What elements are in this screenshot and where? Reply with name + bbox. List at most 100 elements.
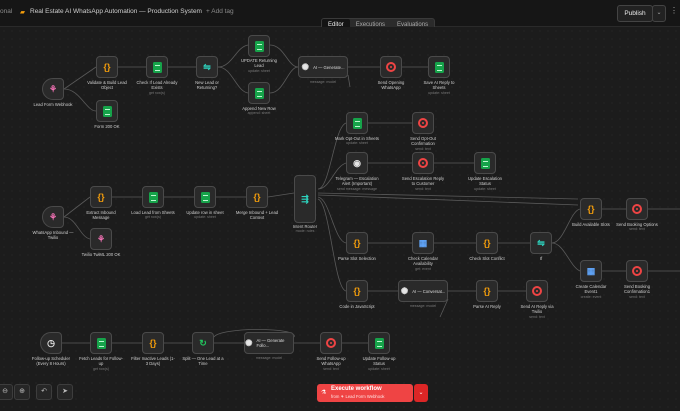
workflow-canvas[interactable]: ⚘ Lead Form Webhook {} Validate & Build …	[0, 27, 680, 411]
label-parse-ai-reply: Parse AI Reply	[473, 304, 501, 309]
node-new-or-returning[interactable]: ⇋	[196, 56, 218, 78]
label-extract-inbound: Extract Inbound Message	[86, 210, 116, 221]
add-tag-button[interactable]: + Add tag	[206, 8, 234, 15]
node-check-slot-conflict[interactable]: {}	[476, 232, 498, 254]
node-send-escalation-reply[interactable]	[412, 152, 434, 174]
node-merge-context[interactable]: {}	[246, 186, 268, 208]
execute-workflow-button[interactable]: ⚗ Execute workflow from ⚘ Lead Form Webh…	[317, 384, 413, 402]
node-ai-generate[interactable]: ✺AI — Generate...	[298, 56, 348, 78]
node-intent-router[interactable]: ⇶	[294, 175, 316, 223]
publish-button[interactable]: Publish	[617, 5, 653, 22]
workflow-title[interactable]: Real Estate AI WhatsApp Automation — Pro…	[30, 8, 202, 15]
label-if: If	[539, 256, 543, 261]
more-options-icon[interactable]: ⋮	[670, 6, 678, 15]
loop-icon: ↻	[199, 337, 207, 348]
node-parse-ai-reply[interactable]: {}	[476, 280, 498, 302]
node-send-booking-options[interactable]	[626, 198, 648, 220]
webhook-icon: ⚘	[48, 83, 58, 94]
node-if[interactable]: ⇋	[530, 232, 552, 254]
code-braces-icon: {}	[353, 285, 361, 296]
breadcrumb-owner[interactable]: onal	[0, 8, 13, 15]
node-filter-inactive[interactable]: {}	[142, 332, 164, 354]
node-send-booking-confirmation[interactable]	[626, 260, 648, 282]
tab-executions[interactable]: Executions	[355, 22, 386, 28]
node-telegram-escalation[interactable]: ◉	[346, 152, 368, 174]
switch-icon: ⇋	[203, 61, 211, 72]
code-braces-icon: {}	[587, 203, 595, 214]
label-new-or-returning: New Lead or Returning?	[195, 80, 219, 91]
node-ai-generate-follow[interactable]: ✺AI — Generate Follo...	[244, 332, 294, 354]
execute-trigger-menu[interactable]: ⌄	[414, 384, 428, 402]
undo-icon[interactable]: ↶	[36, 384, 52, 400]
node-validate-build-lead[interactable]: {}	[96, 56, 118, 78]
node-twilio-twiml-ok[interactable]: ⚘	[90, 228, 112, 250]
node-lead-form-webhook[interactable]: ⚘	[42, 78, 64, 100]
node-form-200-ok[interactable]	[96, 100, 118, 122]
node-save-ai-reply[interactable]	[428, 56, 450, 78]
node-follow-up-scheduler[interactable]: ◷	[40, 332, 62, 354]
sheets-icon	[352, 117, 362, 129]
label-check-slot-conflict: Check Slot Conflict	[469, 256, 505, 261]
node-update-returning-lead[interactable]	[248, 35, 270, 57]
node-whatsapp-inbound[interactable]: ⚘	[42, 206, 64, 228]
twilio-icon	[326, 338, 336, 348]
twilio-icon	[386, 62, 396, 72]
label-send-opening-whatsapp: Send Opening WhatsApp	[377, 80, 405, 91]
sheets-icon	[254, 40, 264, 52]
zoom-in-icon[interactable]: ⊕	[14, 384, 30, 400]
publish-menu-button[interactable]: ⌄	[652, 5, 666, 22]
node-update-follow-up-status[interactable]	[368, 332, 390, 354]
sheets-icon	[374, 337, 384, 349]
node-parse-slot[interactable]: {}	[346, 232, 368, 254]
node-check-lead-exists[interactable]	[146, 56, 168, 78]
sheets-icon	[152, 61, 162, 73]
telegram-icon: ◉	[353, 157, 361, 168]
node-send-opt-out-confirmation[interactable]	[412, 112, 434, 134]
sheets-icon	[200, 191, 210, 203]
sheets-icon	[102, 105, 112, 117]
sheets-icon	[96, 337, 106, 349]
node-extract-inbound[interactable]: {}	[90, 186, 112, 208]
twilio-icon	[632, 266, 642, 276]
node-check-calendar[interactable]: ▦	[412, 232, 434, 254]
node-ai-conversation[interactable]: ✺AI — Conversat...	[398, 280, 448, 302]
label-merge-context: Merge Inbound + Lead Context	[235, 210, 279, 221]
zoom-out-icon[interactable]: ⊖	[0, 384, 13, 400]
node-fetch-leads[interactable]	[90, 332, 112, 354]
label-whatsapp-inbound: WhatsApp Inbound — Twilio	[32, 230, 74, 241]
node-update-row[interactable]	[194, 186, 216, 208]
node-mark-opt-out[interactable]	[346, 112, 368, 134]
pointer-icon[interactable]: ➤	[57, 384, 73, 400]
router-icon: ⇶	[301, 193, 309, 204]
node-send-follow-up[interactable]	[320, 332, 342, 354]
node-update-escalation-status[interactable]	[474, 152, 496, 174]
label-build-slots: Build Available Slots	[572, 222, 610, 227]
openai-icon: ✺	[301, 61, 310, 72]
node-append-new-row[interactable]	[248, 82, 270, 104]
flask-icon: ⚗	[321, 390, 327, 396]
twilio-icon	[418, 158, 428, 168]
node-code-javascript[interactable]: {}	[346, 280, 368, 302]
node-build-slots[interactable]: {}	[580, 198, 602, 220]
label-split-batch: Split — One Lead at a Time	[182, 356, 224, 367]
node-create-calendar-event[interactable]: ▦	[580, 260, 602, 282]
label-code-javascript: Code in JavaScript	[339, 304, 375, 309]
node-send-ai-reply-twilio[interactable]	[526, 280, 548, 302]
code-braces-icon: {}	[253, 191, 261, 202]
node-load-lead[interactable]	[142, 186, 164, 208]
node-send-opening-whatsapp[interactable]	[380, 56, 402, 78]
label-follow-up-scheduler: Follow-up Scheduler (Every 8 Hours)	[31, 356, 71, 367]
clock-icon: ◷	[47, 337, 55, 348]
tab-evaluations[interactable]: Evaluations	[397, 22, 429, 28]
calendar-icon: ▦	[586, 265, 596, 276]
node-split-batch[interactable]: ↻	[192, 332, 214, 354]
